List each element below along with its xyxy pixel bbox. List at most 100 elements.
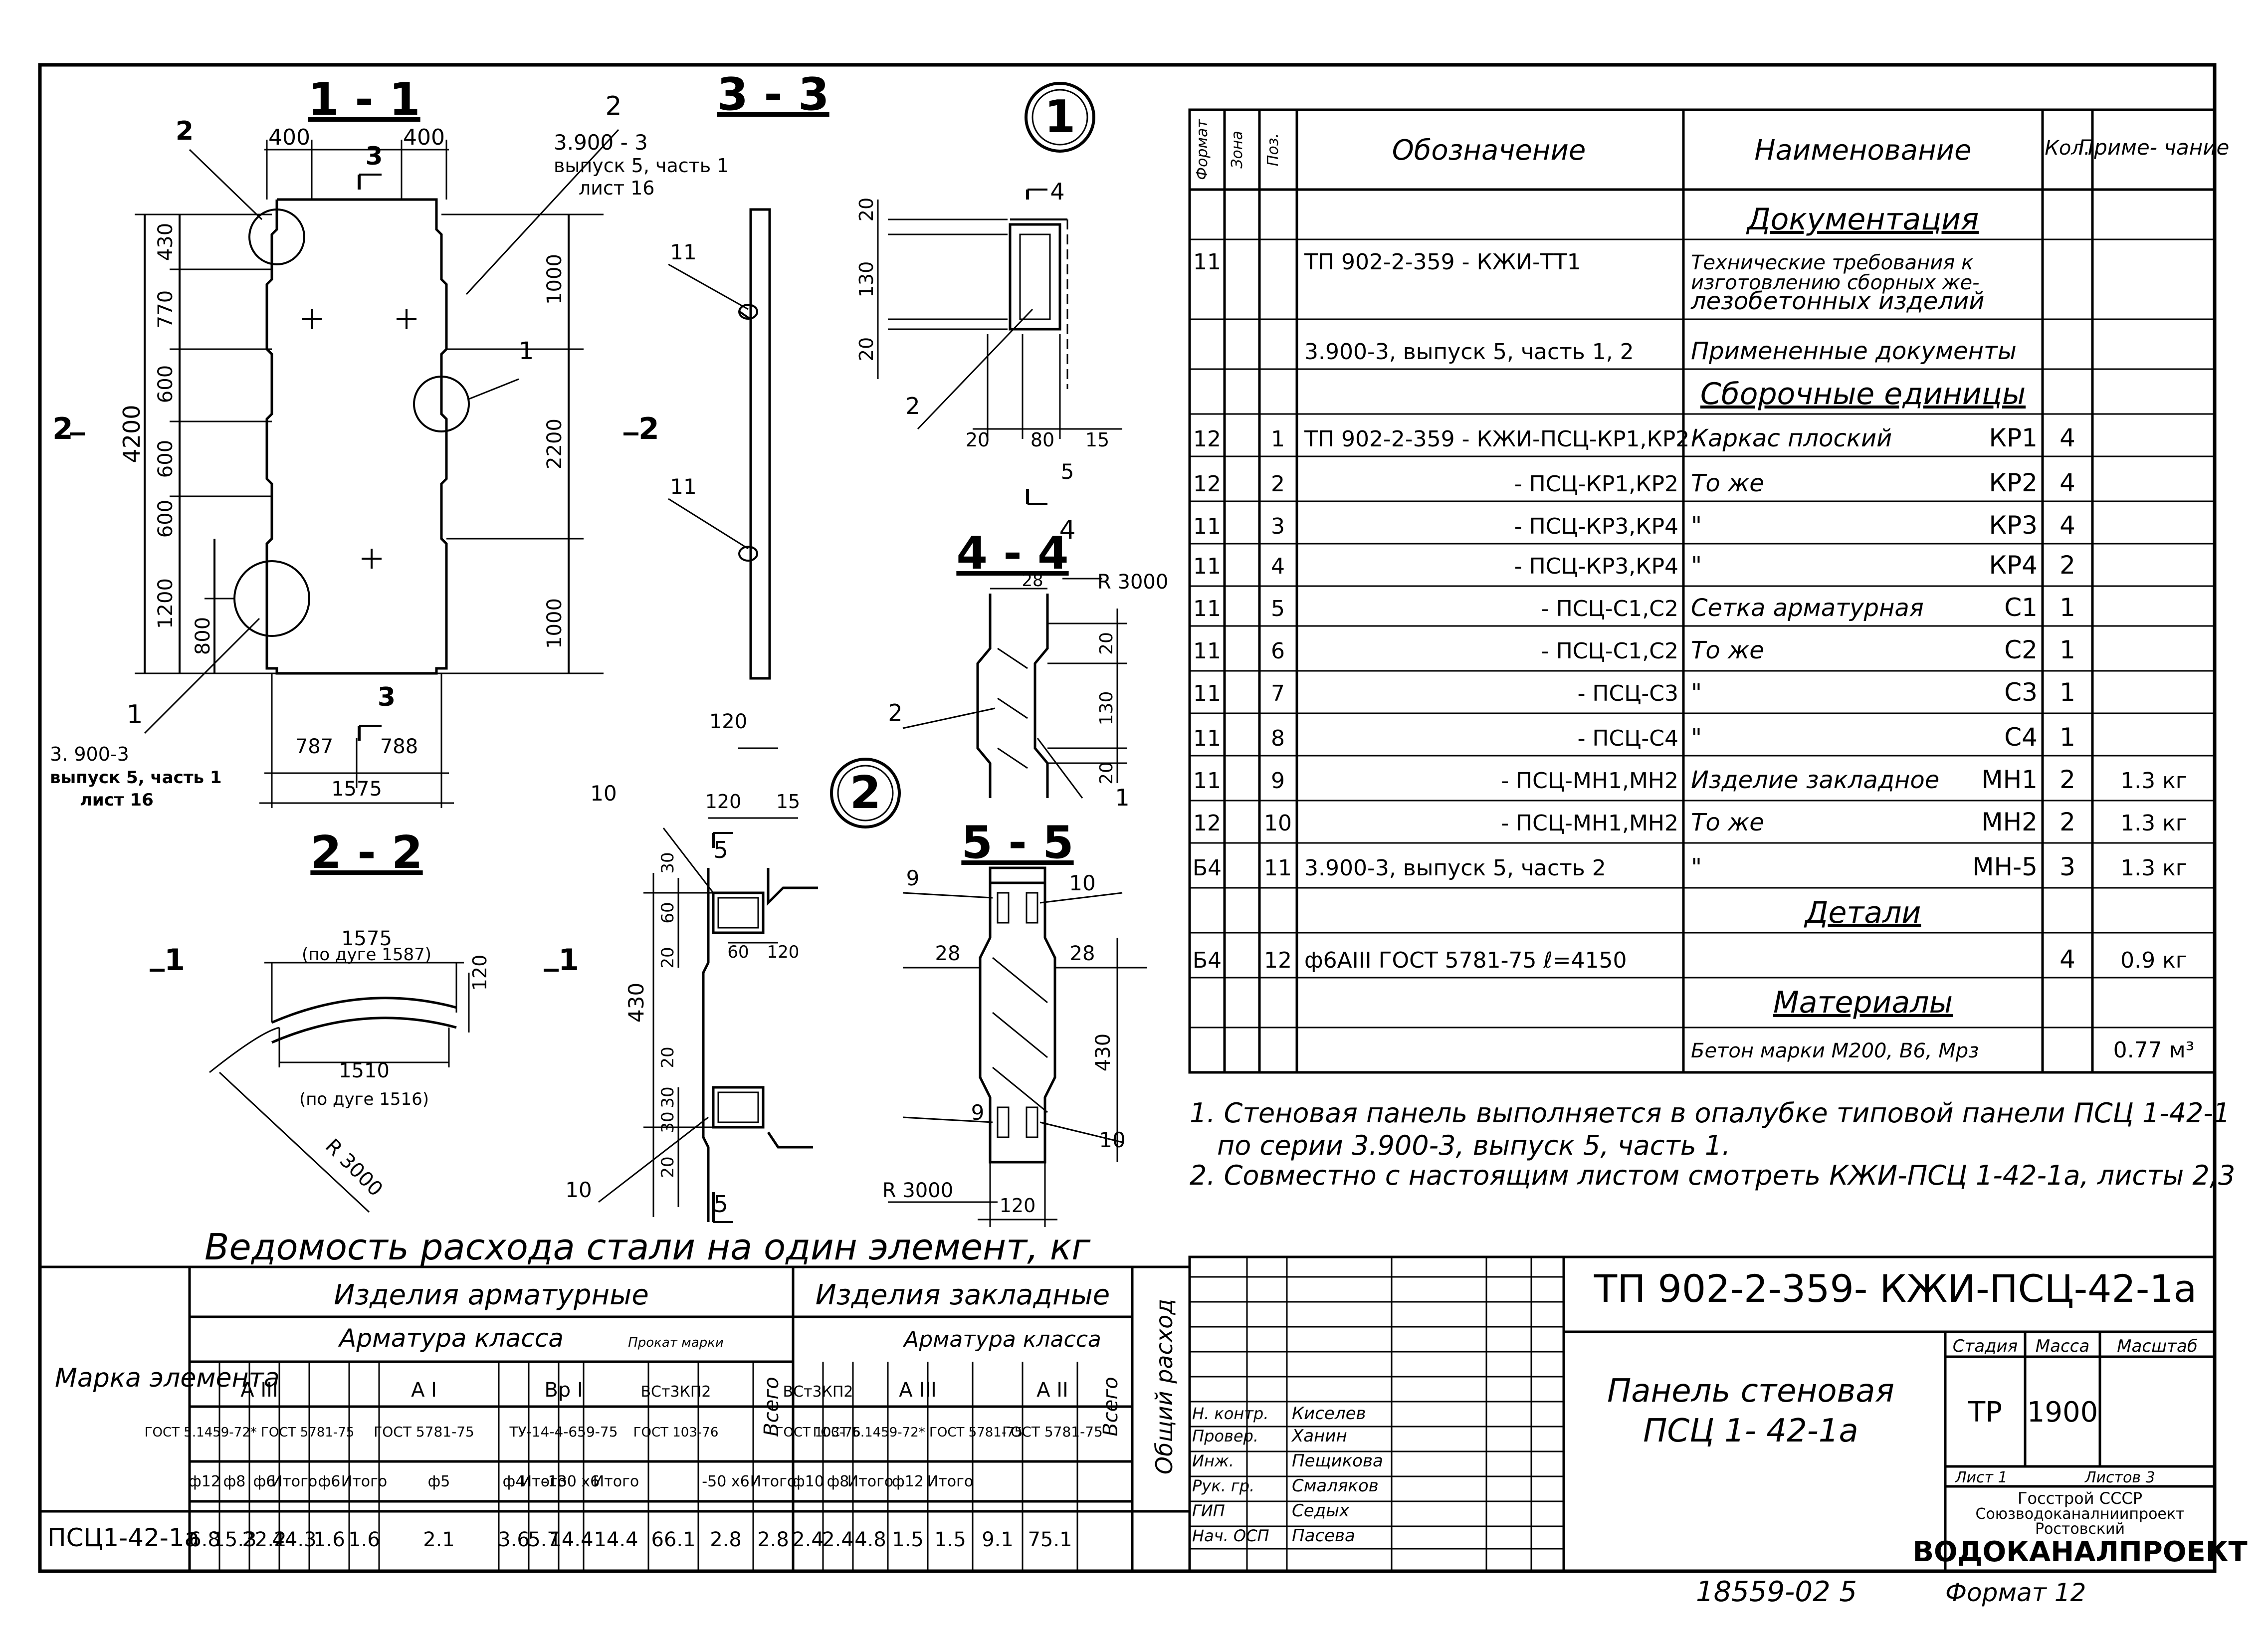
steel-value-cell: 3.6 [498,1528,530,1551]
drawing-label: (по дуге 1516) [299,1089,429,1109]
steel-arm-group: Изделия арматурные [334,1279,649,1311]
drawing-label: 20 [1096,762,1117,785]
spec-cell-pos: 12 [1264,948,1292,973]
drawing-label: 3 [366,142,383,171]
drawing-label: 20 [855,337,877,361]
spec-cell-format: 11 [1193,596,1221,621]
steel-vsego-2: Всего [1099,1377,1122,1437]
drawing-label: 20 [1096,632,1117,655]
drawing-label: 130 [1096,691,1117,726]
drawing-label: 430 [154,223,177,261]
spec-cell-format: 11 [1193,726,1221,751]
spec-cell-designation: - ПСЦ-МН1,МН2 [1501,811,1678,836]
spec-cell-note: 1.3 кг [2120,768,2187,794]
steel-arm-class: Арматура класса [338,1324,564,1353]
drawing-label: 120 [709,710,747,733]
stamp-stage: ТР [1968,1396,2002,1429]
steel-gost-4: ГОСТ 103-76 [633,1425,719,1440]
spec-cell-qty: 3 [2060,852,2075,881]
spec-cell-name: Сетка арматурная [1691,594,1924,622]
spec-header-zone: Зона [1229,131,1246,169]
spec-cell-pos: 5 [1271,596,1285,621]
stamp-person: Киселев [1292,1404,1366,1424]
steel-value-cell: 2.8 [710,1528,742,1551]
drawing-label: 787 [295,735,333,758]
drawing-label: 5 [713,836,728,863]
spec-section-title: Документация [1746,202,1979,237]
spec-cell-designation: - ПСЦ-МН1,МН2 [1501,768,1678,794]
steel-value-cell: 14.4 [594,1528,638,1551]
steel-value-cell: 1.5 [934,1528,966,1551]
steel-value-cell: 15.3 [212,1528,256,1551]
section-4-4 [902,578,1127,799]
steel-value-cell: 44.3 [272,1528,316,1551]
drawing-label: 788 [380,735,418,758]
drawing-label: 5 [1061,459,1074,484]
footer-number: 18559-02 5 [1696,1576,1857,1608]
steel-value-cell: 75.1 [1028,1528,1072,1551]
spec-header-pos: Поз. [1264,133,1282,166]
spec-cell-note: 0.77 м³ [2113,1037,2195,1063]
steel-col-header: ф12 [892,1473,924,1490]
drawing-label: 120 [705,791,742,813]
steel-class-a1: A I [411,1379,437,1402]
spec-cell-pos: 7 [1271,681,1285,706]
steel-vst: ВСт3КП2 [640,1383,711,1401]
steel-gost-7: ГОСТ 5781-75 [1002,1424,1103,1440]
steel-value-cell: 1.6 [313,1528,345,1551]
steel-value-cell: 5.7 [528,1528,560,1551]
drawing-label: 10 [1069,871,1095,895]
drawing-label: 2 [605,91,621,121]
spec-cell-format: 11 [1193,681,1221,706]
drawing-label: 120 [767,942,800,962]
drawing-label: 30 [658,852,678,873]
spec-cell-name: " [1691,679,1702,707]
stamp-title-1: Панель стеновая [1607,1373,1894,1410]
spec-cell-name: Каркас плоский [1691,424,1892,452]
drawing-label: 20 [658,1046,678,1068]
steel-value-cell: 2.8 [757,1528,789,1551]
stamp-scale-header: Масштаб [2117,1336,2198,1356]
drawing-label: 9 [906,866,920,890]
spec-cell-pos: 4 [1271,554,1285,579]
drawing-label: лист 16 [579,177,654,199]
drawing-label: 28 [935,942,961,965]
spec-cell-qty: 4 [2060,423,2075,452]
section-title-1-1: 1 - 1 [308,73,420,126]
stamp-person: Ханин [1291,1426,1347,1446]
spec-cell-code: С1 [2004,593,2038,622]
steel-gost-6: ГОСТ 5.1459-72* ГОСТ 5781-75 [813,1425,1023,1440]
drawing-label: 10 [1099,1128,1125,1152]
stamp-role: Провер. [1192,1427,1258,1445]
drawing-label: 120 [469,955,491,991]
stamp-org-4: ВОДОКАНАЛПРОЕКТ [1912,1536,2247,1568]
drawing-label: 5 [713,1191,728,1218]
steel-col-header: Итого [341,1473,387,1490]
spec-cell-name: Примененные документы [1691,337,2017,365]
drawing-label: 10 [590,781,617,806]
spec-cell-format: 11 [1193,638,1221,664]
spec-cell-qty: 4 [2060,511,2075,540]
spec-cell-code: КР3 [1989,511,2038,540]
drawing-label: 1 [558,943,579,978]
stamp-mass: 1900 [2027,1396,2098,1429]
spec-cell-name: " [1691,724,1702,752]
drawing-label: 600 [154,500,177,538]
drawing-label: выпуск 5, часть 1 [554,155,729,177]
drawing-label: 770 [154,290,177,328]
steel-column-lines [218,1267,1191,1571]
drawing-label: 800 [192,617,214,655]
steel-vst2: ВСт3КП2 [783,1383,853,1401]
drawing-label: 2 [176,116,194,146]
drawing-label: 4200 [118,405,145,463]
stamp-role: Нач. ОСП [1192,1526,1269,1545]
steel-value-cell: 2.4 [822,1528,854,1551]
steel-gost-1: ГОСТ 5.1459-72* ГОСТ 5781-75 [145,1425,355,1440]
stamp-person: Пещикова [1292,1451,1383,1471]
steel-table-title: Ведомость расхода стали на один элемент,… [205,1226,1091,1268]
steel-col-header: ф8 [223,1473,246,1490]
spec-cell-name: " [1691,853,1702,881]
drawing-label: 4 [1050,178,1064,205]
spec-row-lines [1190,238,2215,1029]
drawing-label: 20 [855,198,877,221]
